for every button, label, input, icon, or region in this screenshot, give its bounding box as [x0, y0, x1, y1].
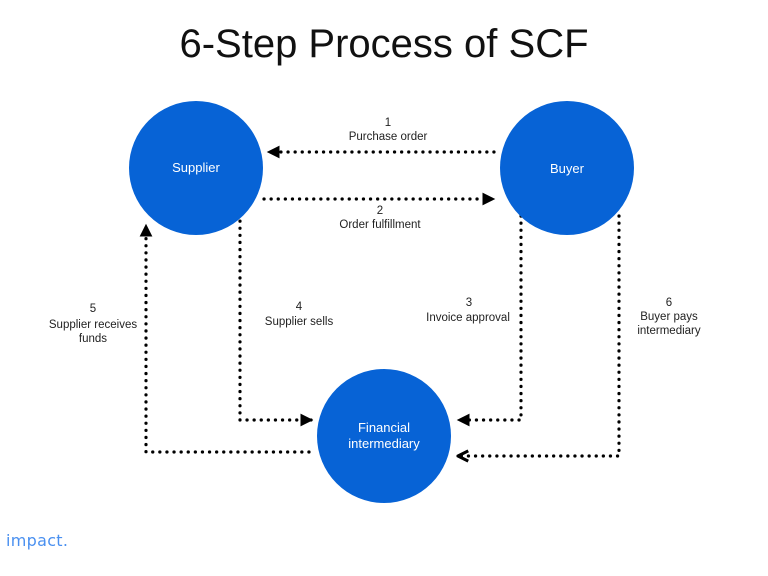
node-supplier: Supplier	[129, 101, 263, 235]
buyer-circle	[500, 101, 634, 235]
step-text: Purchase order	[349, 131, 428, 143]
supplier-label: Supplier	[172, 160, 220, 175]
step-number: 1	[385, 117, 391, 129]
step-label-5: 5 Supplier receives funds	[49, 303, 137, 345]
step-label-4: 4 Supplier sells	[265, 301, 334, 328]
step-label-3: 3 Invoice approval	[426, 297, 510, 324]
step-label-6: 6 Buyer pays intermediary	[637, 297, 701, 337]
step-label-1: 1 Purchase order	[349, 117, 428, 143]
step-text: intermediary	[637, 325, 701, 337]
step-number: 4	[296, 301, 303, 313]
step-text: funds	[79, 333, 107, 345]
node-buyer: Buyer	[500, 101, 634, 235]
step-text: Buyer pays	[640, 311, 698, 323]
step-label-2: 2 Order fulfillment	[339, 205, 421, 231]
intermediary-label-line1: Financial	[358, 420, 410, 435]
node-financial-intermediary: Financial intermediary	[317, 369, 451, 503]
intermediary-circle	[317, 369, 451, 503]
arrow-step-5	[139, 223, 311, 454]
step-number: 6	[666, 297, 672, 309]
supplier-circle	[129, 101, 263, 235]
diagram-title: 6-Step Process of SCF	[179, 22, 589, 66]
step-text: Supplier receives	[49, 319, 137, 331]
step-text: Supplier sells	[265, 316, 334, 328]
buyer-label: Buyer	[550, 161, 585, 176]
step-number: 5	[90, 303, 96, 315]
impact-logo: impact.	[6, 531, 69, 550]
step-number: 2	[377, 205, 383, 217]
arrow-step-6	[456, 214, 621, 456]
step-text: Order fulfillment	[339, 219, 421, 231]
step-number: 3	[466, 297, 472, 309]
intermediary-label-line2: intermediary	[348, 436, 420, 451]
step-text: Invoice approval	[426, 312, 510, 324]
arrow-step-4	[238, 212, 314, 427]
